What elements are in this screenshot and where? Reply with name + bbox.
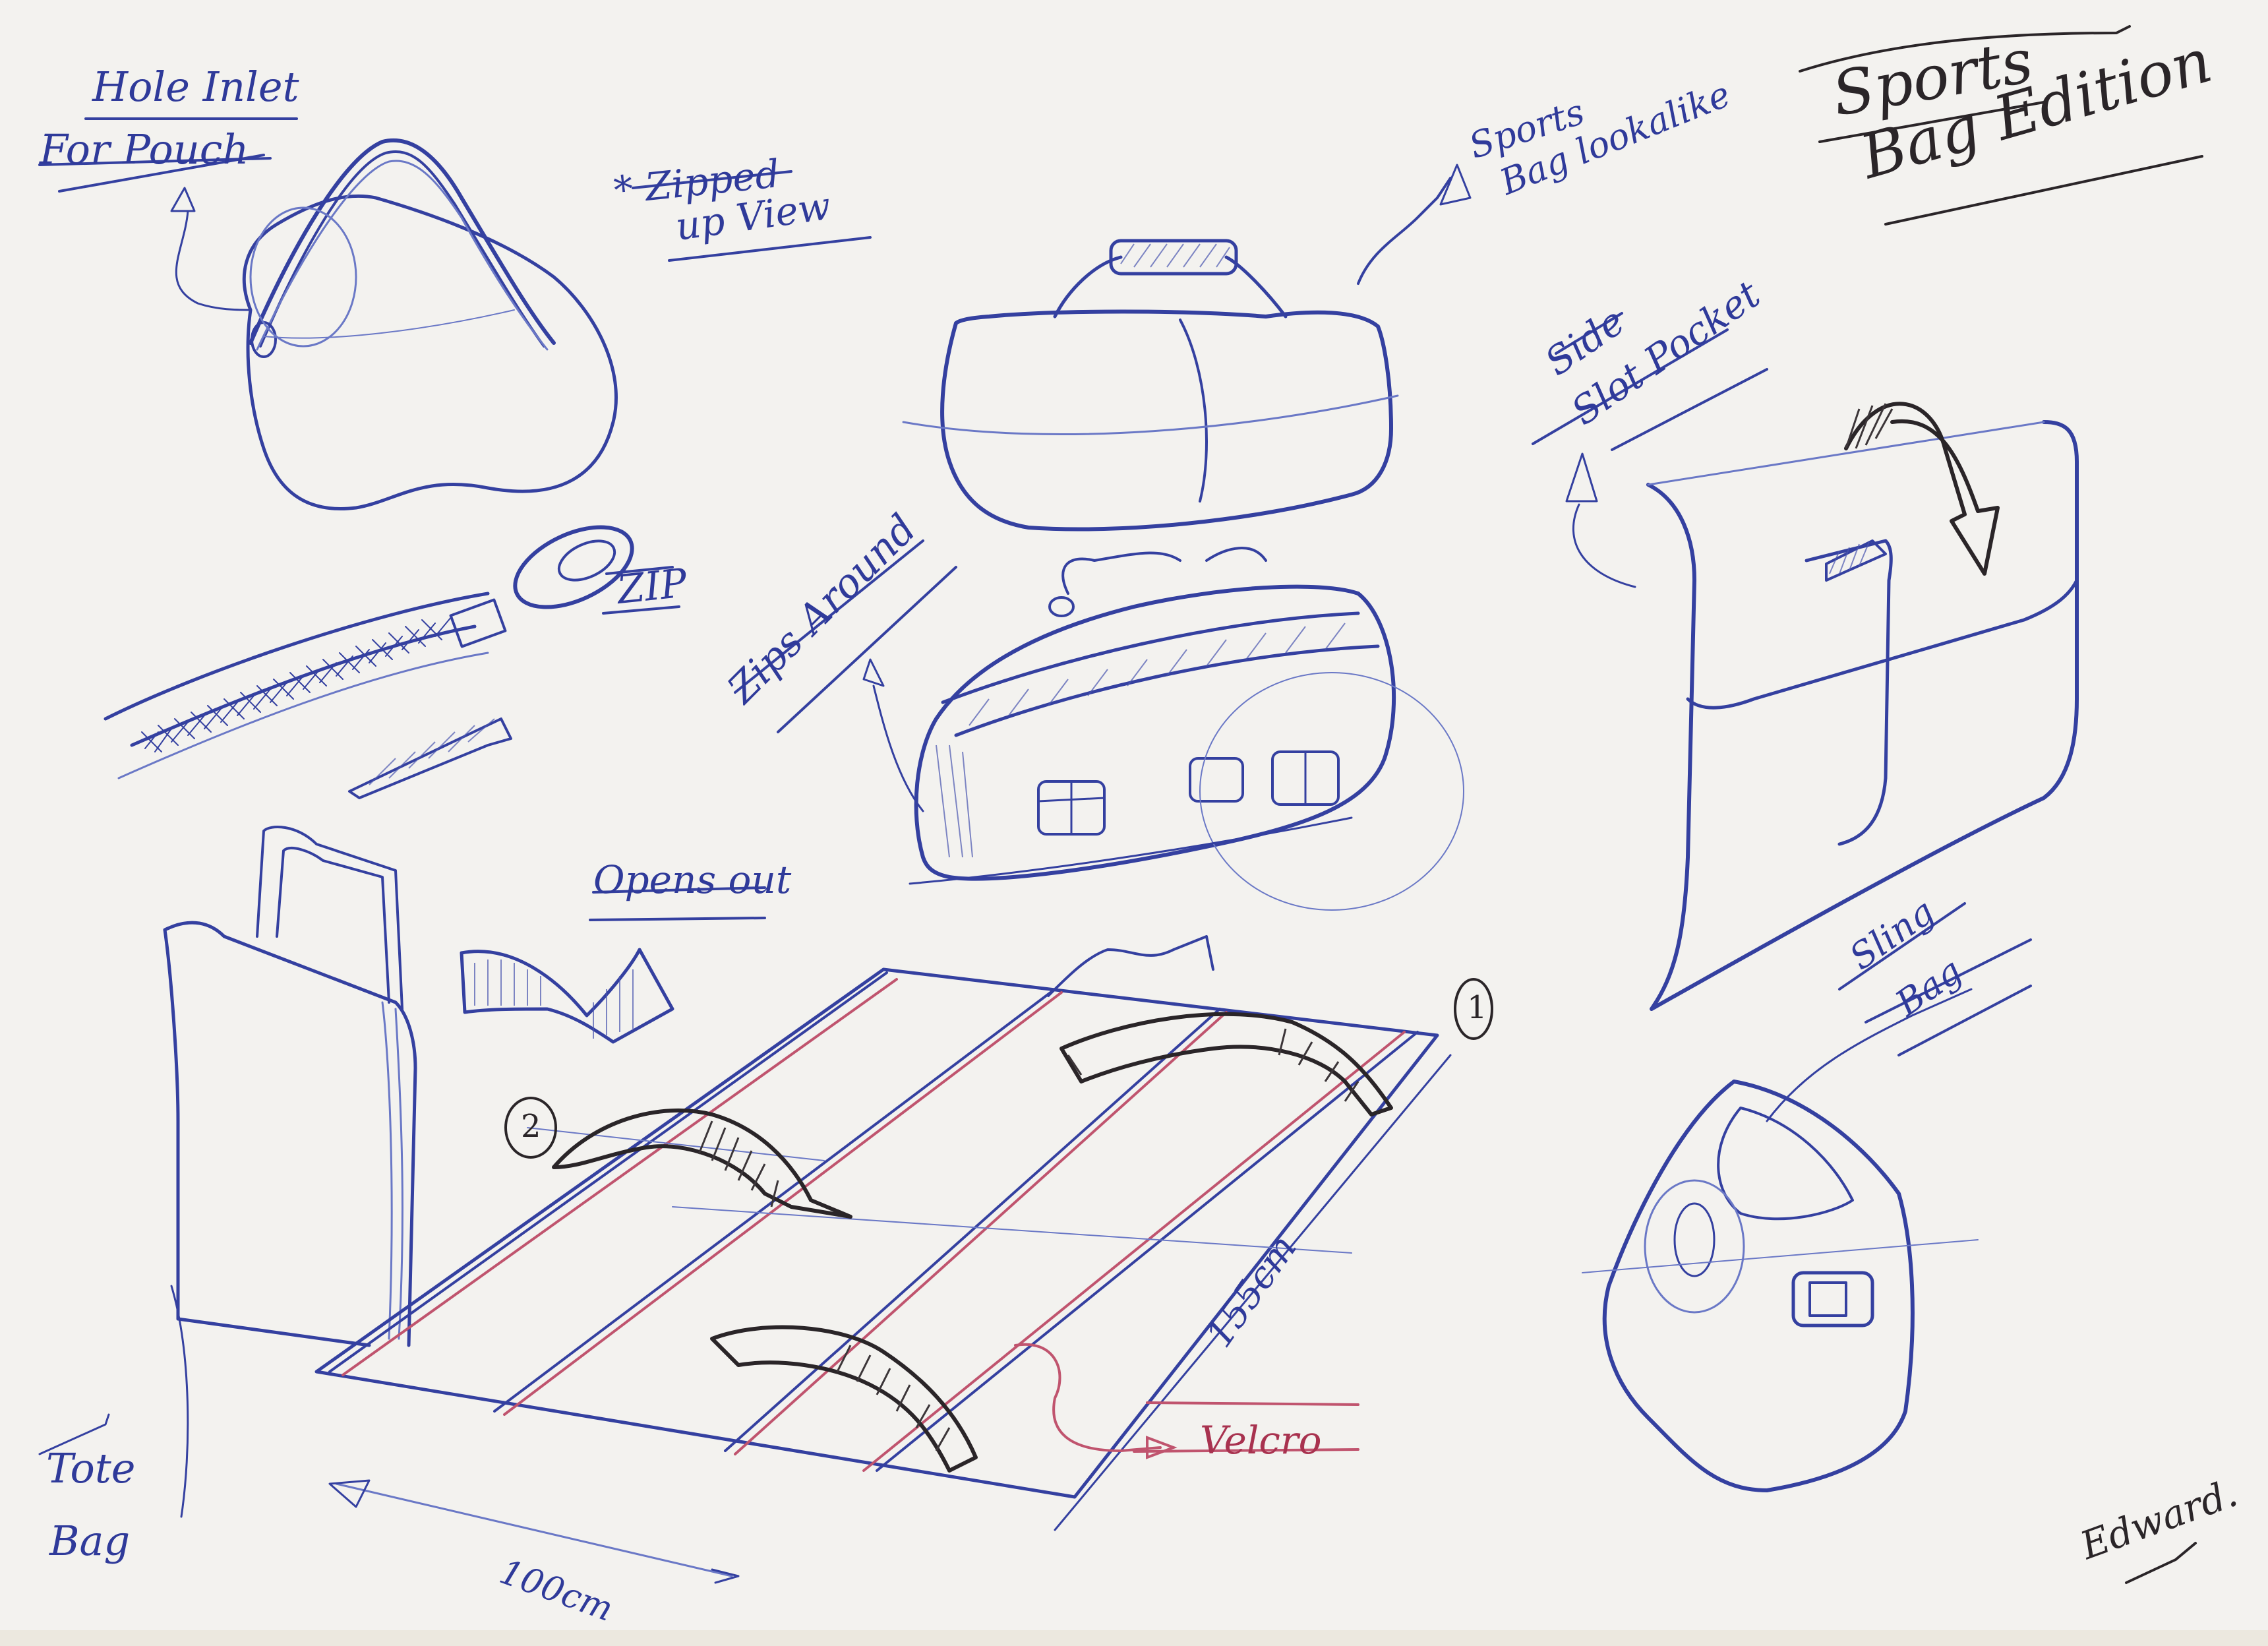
tote-bag-label-line2: Bag xyxy=(49,1517,131,1565)
mat-sketch xyxy=(314,935,1493,1584)
step-2-marker: 2 xyxy=(521,1108,541,1145)
velcro-label: Velcro xyxy=(1200,1418,1322,1463)
zips-around-bag-sketch xyxy=(734,539,1464,911)
zip-label: ZIP xyxy=(614,560,690,613)
pouch-label-line1: Hole Inlet xyxy=(92,63,299,111)
sling-bag-sketch xyxy=(1582,902,2032,1492)
opens-out-label: Opens out xyxy=(593,857,792,902)
pouch-label-line2: For Pouch xyxy=(40,125,249,173)
step-1-marker: 1 xyxy=(1467,989,1487,1026)
opens-out-sketch xyxy=(460,886,766,1044)
pouch-sketch xyxy=(38,117,872,510)
tote-bag-sketch xyxy=(38,826,417,1518)
tote-bag-label-line1: Tote xyxy=(46,1444,136,1492)
title-underlines xyxy=(1799,25,2203,1584)
side-pocket-sketch xyxy=(1532,312,2079,1011)
zipper-sketch xyxy=(104,525,680,799)
sports-bag-sketch xyxy=(902,164,1472,532)
scan-edge xyxy=(0,1630,2268,1646)
